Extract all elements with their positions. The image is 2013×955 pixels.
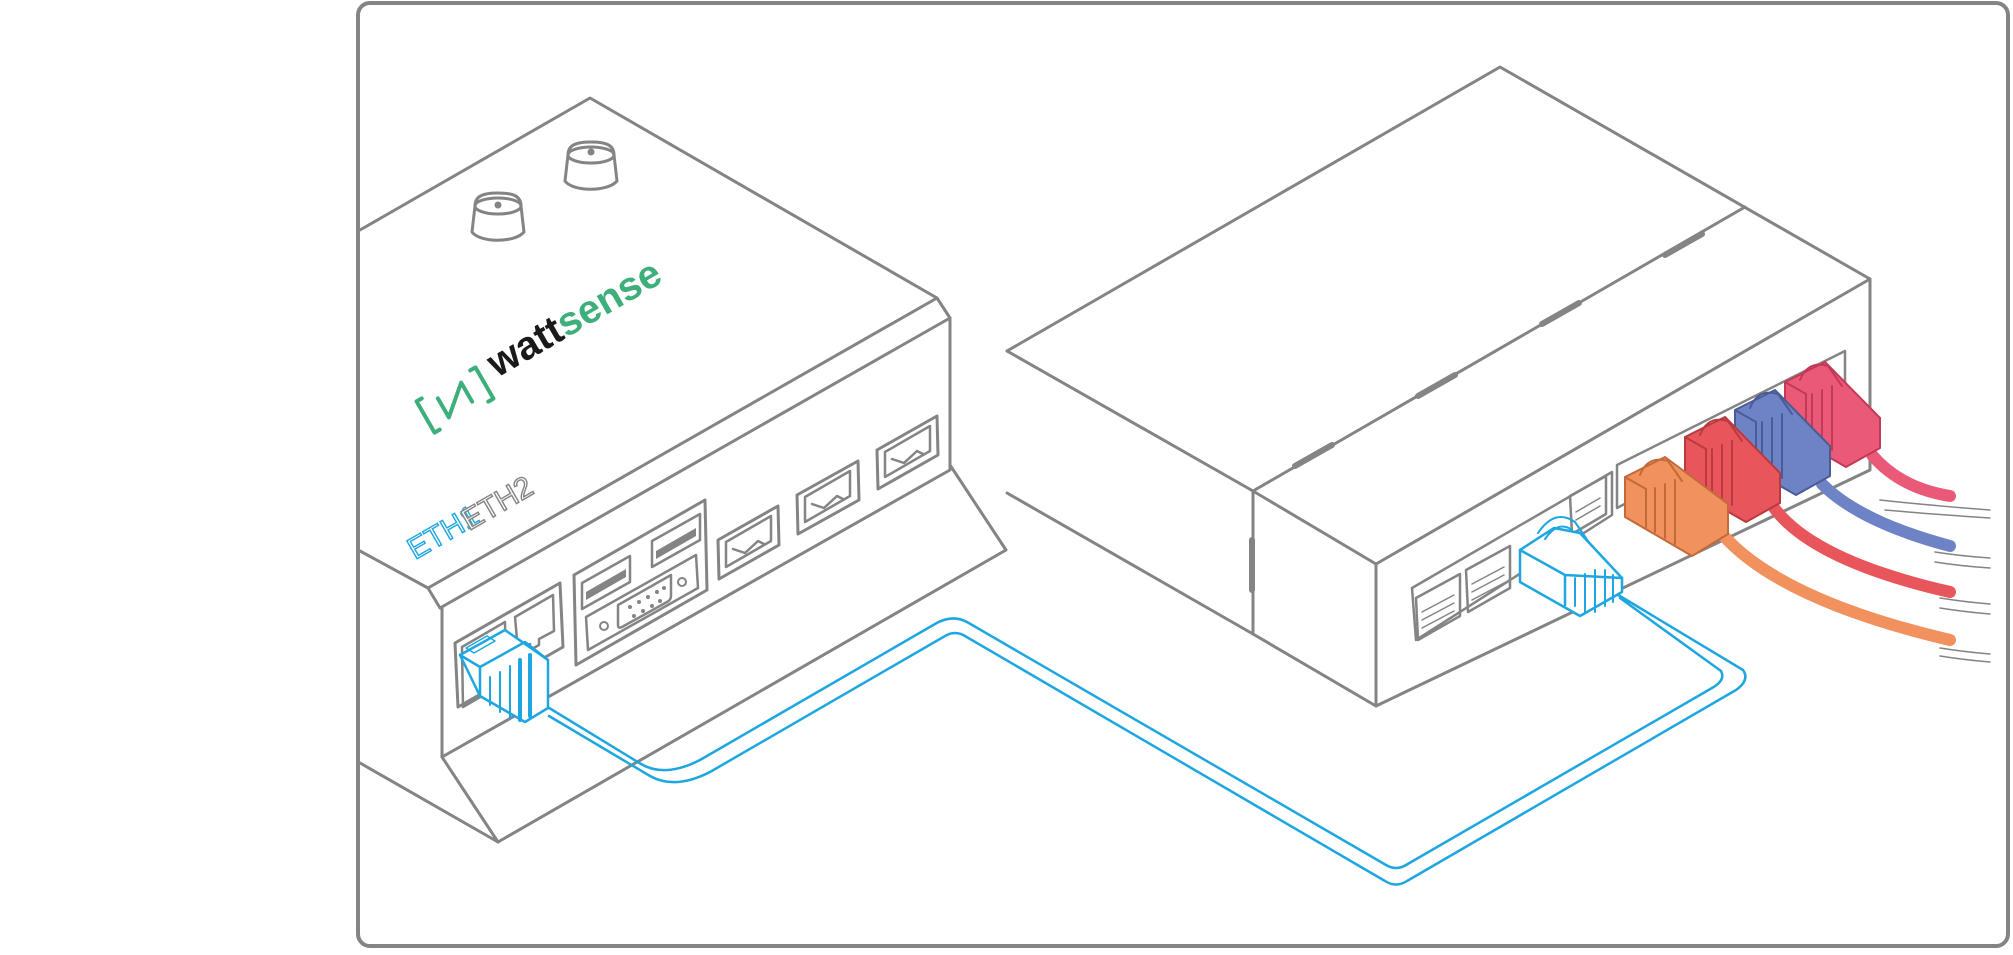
ethernet-plug-icon xyxy=(1518,515,1624,618)
terminal-block-icon xyxy=(716,504,781,581)
wattsense-logo-icon xyxy=(414,365,496,435)
terminal-block-icon xyxy=(875,414,940,491)
switch-cables xyxy=(1624,361,1991,663)
brand-name: wattsense xyxy=(479,251,669,386)
wattsense-device xyxy=(358,96,1008,844)
ethernet-plug-icon xyxy=(458,628,550,724)
ethernet-port-icon xyxy=(1464,544,1512,614)
antenna-icon xyxy=(563,140,619,191)
ethernet-port-icon xyxy=(1414,572,1462,642)
network-switch xyxy=(1005,65,1872,708)
brand-suffix: sense xyxy=(549,251,669,346)
serial-port-icon xyxy=(584,553,700,652)
terminal-block-icon xyxy=(795,459,861,536)
orange-cable xyxy=(1624,456,1991,663)
port-label-eth2: ETH2 xyxy=(456,470,539,537)
usb-port-icon xyxy=(572,498,709,667)
link-cable xyxy=(539,588,1747,886)
antenna-icon xyxy=(470,191,526,242)
ethernet-port-icon xyxy=(1568,474,1608,536)
illustration-frame xyxy=(356,1,2010,948)
